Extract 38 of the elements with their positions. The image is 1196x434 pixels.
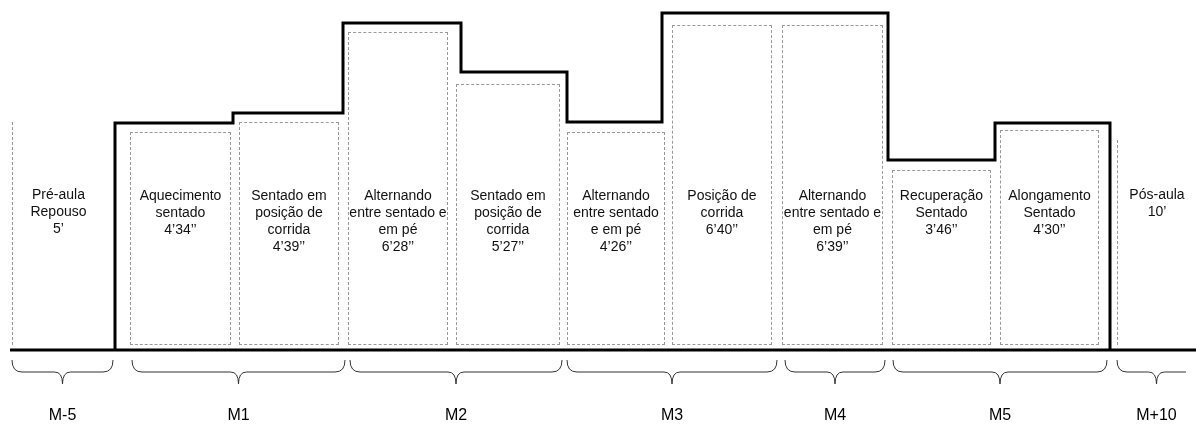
duration-label: 3’46’’ xyxy=(924,221,959,238)
duration-label: 5’27’’ xyxy=(490,238,526,255)
phase-label: Pré-aula Repouso xyxy=(29,186,88,220)
duration-label: 4’30’’ xyxy=(1032,221,1067,238)
phase-label: Sentado em posição de corrida xyxy=(250,187,328,238)
phase-period-label: M4 xyxy=(822,406,848,424)
duration-label: 5’ xyxy=(52,220,65,237)
phase-label: Alternando entre sentado e em pé xyxy=(783,187,882,238)
phase-box xyxy=(892,170,991,345)
phase-box xyxy=(239,122,339,345)
phase-period-label: M1 xyxy=(226,406,251,424)
duration-label: 6’28’’ xyxy=(380,238,416,255)
phase-label: Recuperação Sentado xyxy=(898,187,985,221)
phase-period-label: M-5 xyxy=(47,406,78,424)
phase-label: Alongamento Sentado xyxy=(1007,187,1092,221)
duration-label: 4’39’’ xyxy=(271,238,307,255)
phase-period-label: M+10 xyxy=(1135,406,1178,424)
phase-label: Alternando entre sentado e em pé xyxy=(572,187,660,238)
phase-period-label: M3 xyxy=(659,406,685,424)
phase-box xyxy=(782,25,883,345)
phase-box xyxy=(567,132,665,345)
phase-box xyxy=(130,132,231,345)
phase-box xyxy=(456,84,560,345)
phase-period-label: M5 xyxy=(987,406,1013,424)
phase-label: Posição de corrida xyxy=(686,187,758,221)
phase-box xyxy=(1000,130,1099,345)
phase-label: Alternando entre sentado e em pé xyxy=(349,187,447,238)
phase-period-label: M2 xyxy=(443,406,469,424)
phase-box xyxy=(348,32,448,345)
phase-label: Pós-aula xyxy=(1128,186,1186,203)
phase-label: Aquecimento sentado xyxy=(138,187,223,221)
duration-label: 4’26’’ xyxy=(598,238,634,255)
phase-label: Sentado em posição de corrida xyxy=(469,187,547,238)
phase-box xyxy=(672,25,772,345)
duration-label: 6’40’’ xyxy=(704,221,740,238)
duration-label: 6’39’’ xyxy=(815,238,850,255)
duration-label: 4’34’’ xyxy=(163,221,198,238)
duration-label: 10’ xyxy=(1146,203,1168,220)
